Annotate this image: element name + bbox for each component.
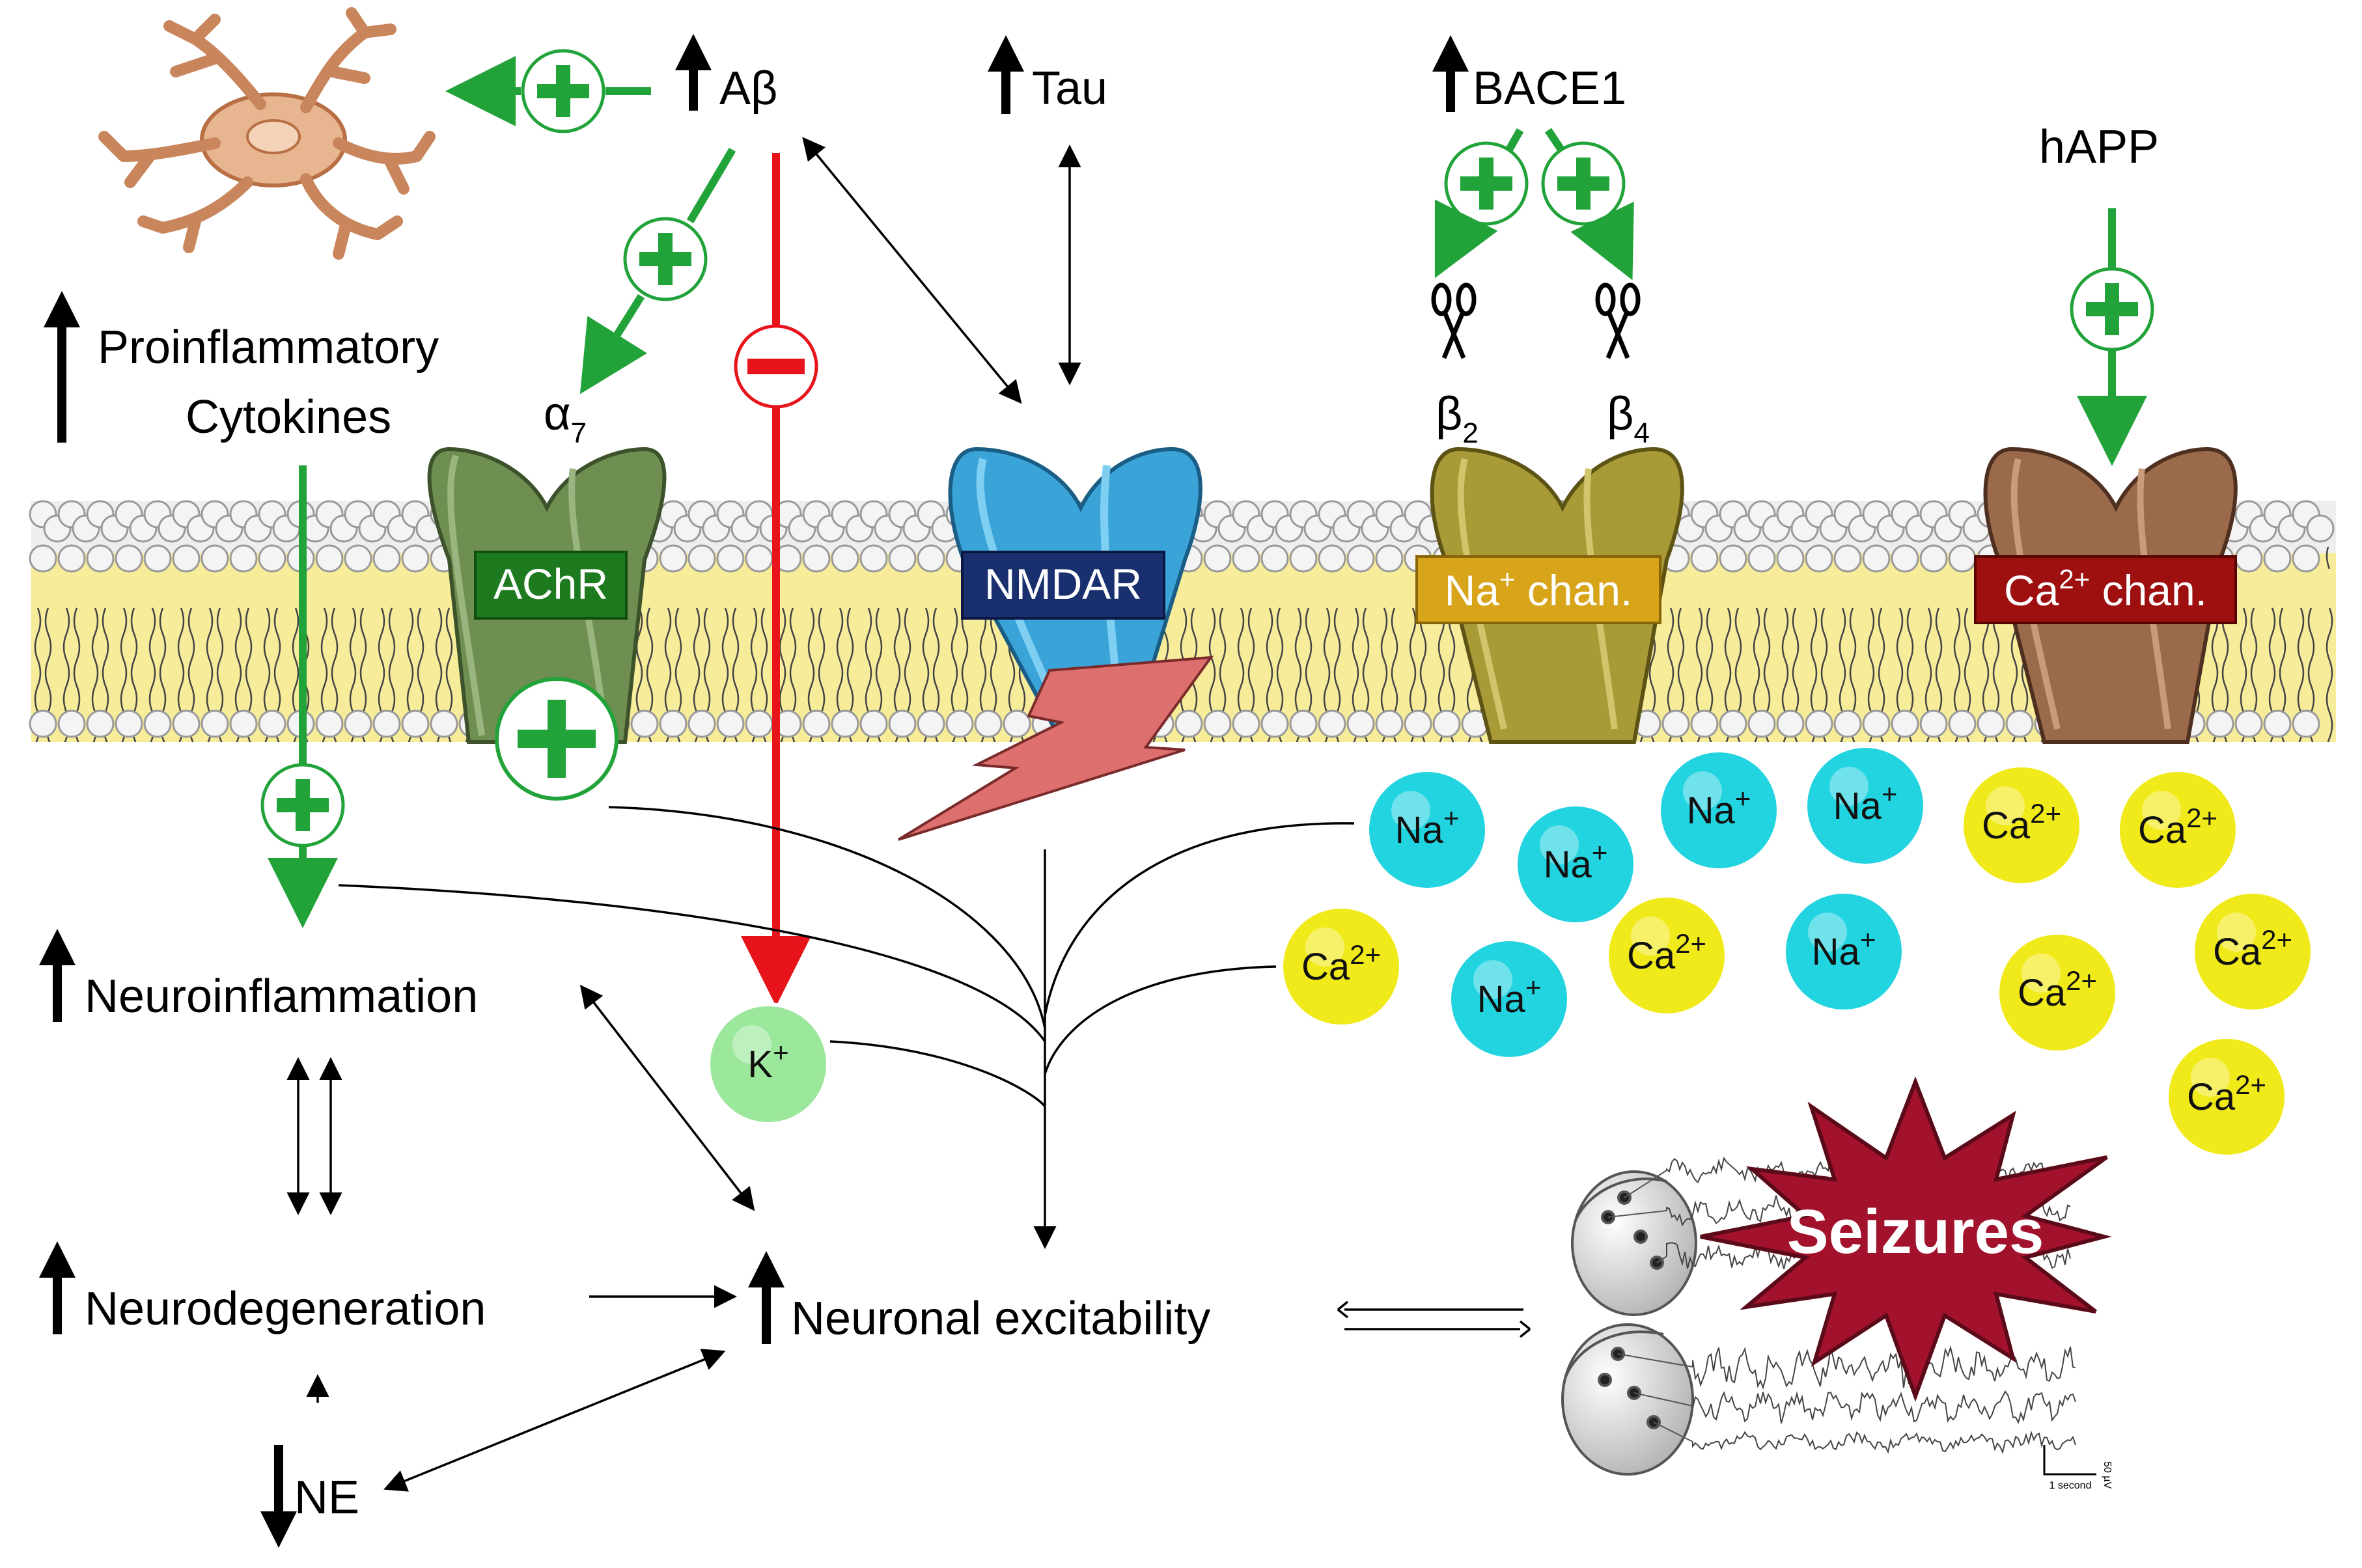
svg-text:Na+: Na+: [1477, 972, 1542, 1021]
na-channel-label: Na+ chan.: [1445, 564, 1633, 614]
increase-arrows: [39, 34, 1469, 1548]
k-ion-13: K+: [706, 1002, 830, 1126]
ne-label: NE: [294, 1472, 359, 1524]
tau-label: Tau: [1032, 62, 1107, 115]
ca-ion-8: Ca2+: [1279, 905, 1403, 1028]
seizures-label: Seizures: [1787, 1197, 2044, 1267]
eeg-scale-volt-label: 50 µV: [2102, 1461, 2113, 1489]
red-inhibition-arrow: [734, 153, 818, 1006]
ca-channel-label: Ca2+ chan.: [2004, 564, 2207, 614]
ca-ion-10: Ca2+: [1995, 931, 2119, 1054]
svg-text:Na+: Na+: [1395, 803, 1460, 851]
scissors-icon-beta2: [1431, 282, 1477, 359]
achr-label: AChR: [493, 560, 608, 608]
green-arrows: [268, 56, 2147, 928]
ca-channel: Ca2+ chan.: [1974, 447, 2238, 744]
beta4-subunit-label: β4: [1607, 388, 1650, 449]
plus-icon-bace1-beta4: [1541, 141, 1626, 226]
svg-text:Ca2+: Ca2+: [1627, 928, 1706, 977]
abeta-label: Aβ: [719, 62, 777, 115]
plus-icon-abeta-microglia: [521, 49, 605, 133]
na-ion-5: Na+: [1447, 937, 1571, 1061]
cytokines-label-line1: Proinflammatory: [98, 322, 439, 374]
svg-text:Ca2+: Ca2+: [2138, 803, 2217, 851]
svg-text:K+: K+: [747, 1037, 788, 1086]
nmdar-label: NMDAR: [984, 560, 1142, 608]
neurodegeneration-label: Neurodegeneration: [85, 1283, 486, 1335]
ca-ion-12: Ca2+: [2165, 1035, 2288, 1159]
svg-text:Ca2+: Ca2+: [1982, 798, 2061, 847]
ca-ion-9: Ca2+: [1605, 894, 1729, 1017]
microglia-icon: [98, 7, 436, 260]
scissors-icon-beta4: [1595, 282, 1641, 359]
na-ion-1: Na+: [1514, 803, 1637, 926]
na-ion-2: Na+: [1657, 749, 1781, 872]
bace1-label: BACE1: [1473, 62, 1626, 115]
ion-layer: Na+ Na+ Na+ Na+ Na+ Na+ Ca2+ Ca2+ Ca2+ Ca2+ Ca2+ Ca…: [706, 744, 2314, 1159]
eeg-head-icon-top: [1571, 1170, 1697, 1316]
plus-icon-happ: [2070, 267, 2154, 351]
ca-ion-7: Ca2+: [2116, 768, 2240, 892]
neuronal-excitability-label: Neuronal excitability: [791, 1293, 1210, 1345]
cytokines-label-line2: Cytokines: [186, 391, 391, 443]
alpha7-subunit-label: α7: [544, 388, 587, 449]
beta2-subunit-label: β2: [1436, 388, 1479, 449]
achr-channel: AChR: [427, 447, 667, 744]
svg-text:Ca2+: Ca2+: [2187, 1069, 2266, 1118]
neuroinflammation-label: Neuroinflammation: [85, 970, 478, 1023]
eeg-scale-bar: 1 second 50 µV: [2043, 1445, 2113, 1491]
lightning-bolt-icon: [897, 655, 1214, 841]
svg-text:Ca2+: Ca2+: [1301, 939, 1381, 988]
svg-text:Na+: Na+: [1544, 837, 1608, 886]
ca-ion-6: Ca2+: [1960, 763, 2083, 887]
svg-text:Na+: Na+: [1812, 924, 1876, 973]
plus-icon-cytokines: [260, 763, 345, 847]
svg-text:Ca2+: Ca2+: [2213, 924, 2292, 973]
na-ion-0: Na+: [1365, 768, 1489, 892]
eeg-head-icon-bottom: [1561, 1323, 1694, 1476]
svg-text:Na+: Na+: [1687, 783, 1751, 832]
svg-text:Na+: Na+: [1833, 778, 1898, 827]
seizures-burst: Seizures: [1700, 1076, 2112, 1402]
happ-label: hAPP: [2039, 121, 2159, 173]
ca-ion-11: Ca2+: [2191, 890, 2314, 1013]
svg-text:Ca2+: Ca2+: [2018, 965, 2097, 1014]
plus-icon-achr-large: [495, 677, 618, 801]
plus-icon-bace1-beta2: [1444, 141, 1529, 226]
black-arrows: [286, 137, 1531, 1492]
na-channel: Na+ chan.: [1415, 447, 1684, 744]
eeg-scale-time-label: 1 second: [2049, 1480, 2092, 1491]
na-ion-3: Na+: [1803, 744, 1927, 868]
plus-icon-abeta-achr: [623, 217, 708, 301]
na-ion-4: Na+: [1782, 890, 1906, 1013]
